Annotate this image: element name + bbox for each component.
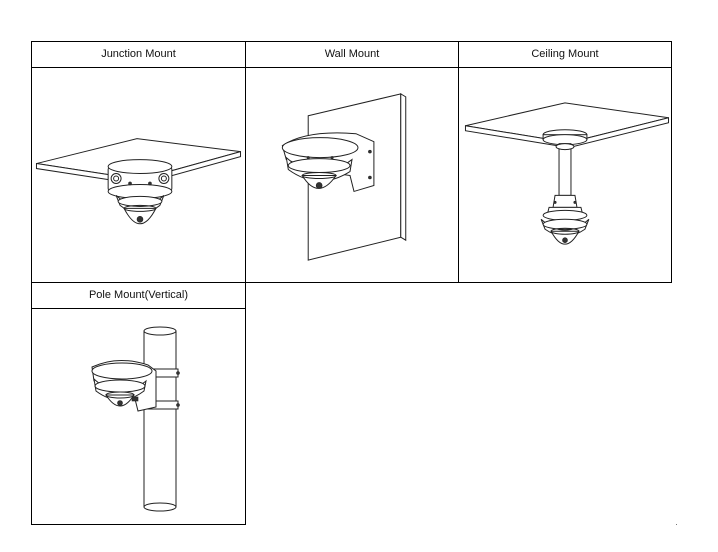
mount-title-wall: Wall Mount <box>246 42 458 68</box>
stray-dot <box>676 524 677 525</box>
mount-cell-wall: Wall Mount <box>245 41 459 283</box>
mount-cell-junction: Junction Mount <box>31 41 246 283</box>
mount-cell-ceiling: Ceiling Mount <box>458 41 672 283</box>
ceiling-mount-illustration <box>459 68 671 282</box>
mount-title-pole: Pole Mount(Vertical) <box>32 283 245 309</box>
junction-mount-illustration <box>32 68 245 282</box>
mount-cell-pole: Pole Mount(Vertical) <box>31 282 246 525</box>
mount-title-junction: Junction Mount <box>32 42 245 68</box>
wall-mount-illustration <box>246 68 458 282</box>
pole-mount-illustration <box>32 309 245 524</box>
mount-title-ceiling: Ceiling Mount <box>459 42 671 68</box>
